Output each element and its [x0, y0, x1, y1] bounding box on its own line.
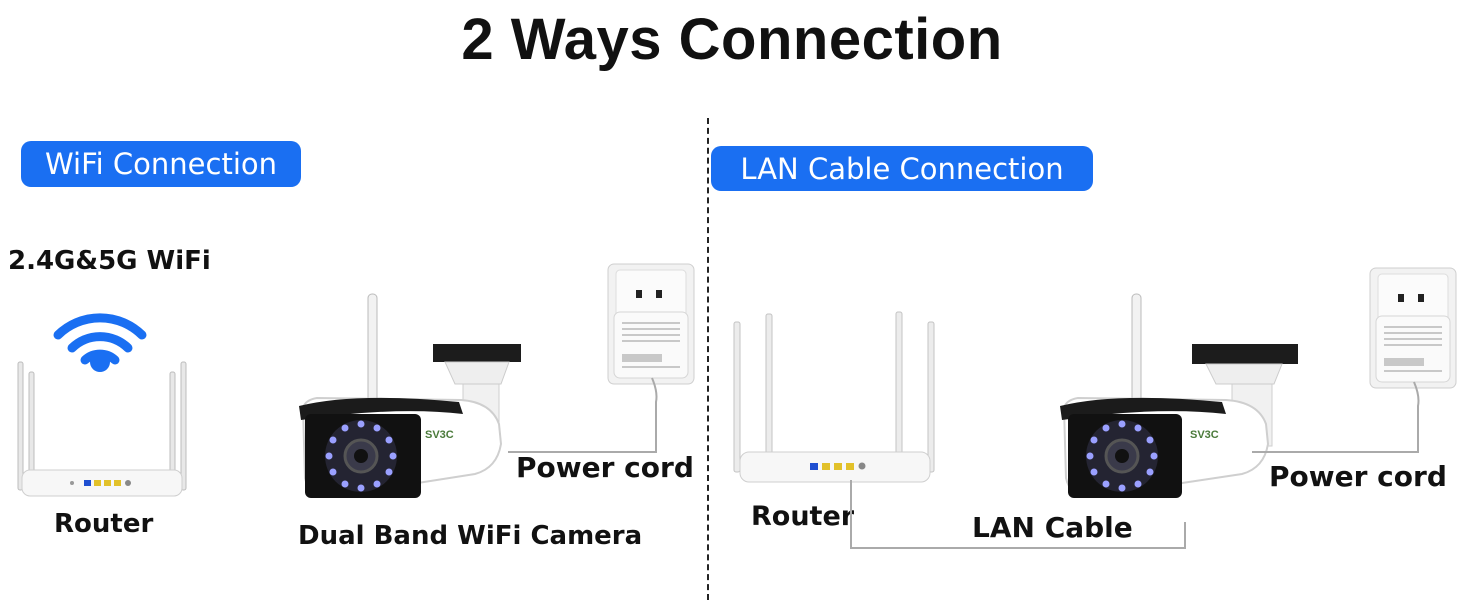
power-cord-label: Power cord: [516, 451, 694, 484]
router-label: Router: [54, 509, 154, 539]
wifi-signal-icon: [53, 313, 147, 372]
lan-cable-line: [850, 480, 1186, 549]
power-adapter-icon: [1252, 267, 1457, 453]
wifi-band-label: 2.4G&5G WiFi: [8, 246, 211, 276]
router-label: Router: [751, 501, 855, 532]
page-title: 2 Ways Connection: [461, 7, 1003, 72]
router-icon: [733, 311, 935, 483]
camera-brand-text: SV3C: [1190, 429, 1219, 441]
wifi-connection-badge: WiFi Connection: [21, 141, 301, 187]
power-cord-label: Power cord: [1269, 460, 1447, 493]
router-icon: [17, 361, 187, 497]
camera-label: Dual Band WiFi Camera: [298, 521, 643, 551]
lan-connection-badge: LAN Cable Connection: [711, 146, 1093, 191]
bullet-camera-icon: SV3C: [1060, 293, 1298, 498]
power-adapter-icon: [508, 263, 695, 453]
section-divider: [707, 118, 709, 600]
bullet-camera-icon: SV3C: [299, 293, 521, 498]
lan-cable-label: LAN Cable: [972, 511, 1133, 544]
camera-brand-text: SV3C: [425, 429, 454, 441]
